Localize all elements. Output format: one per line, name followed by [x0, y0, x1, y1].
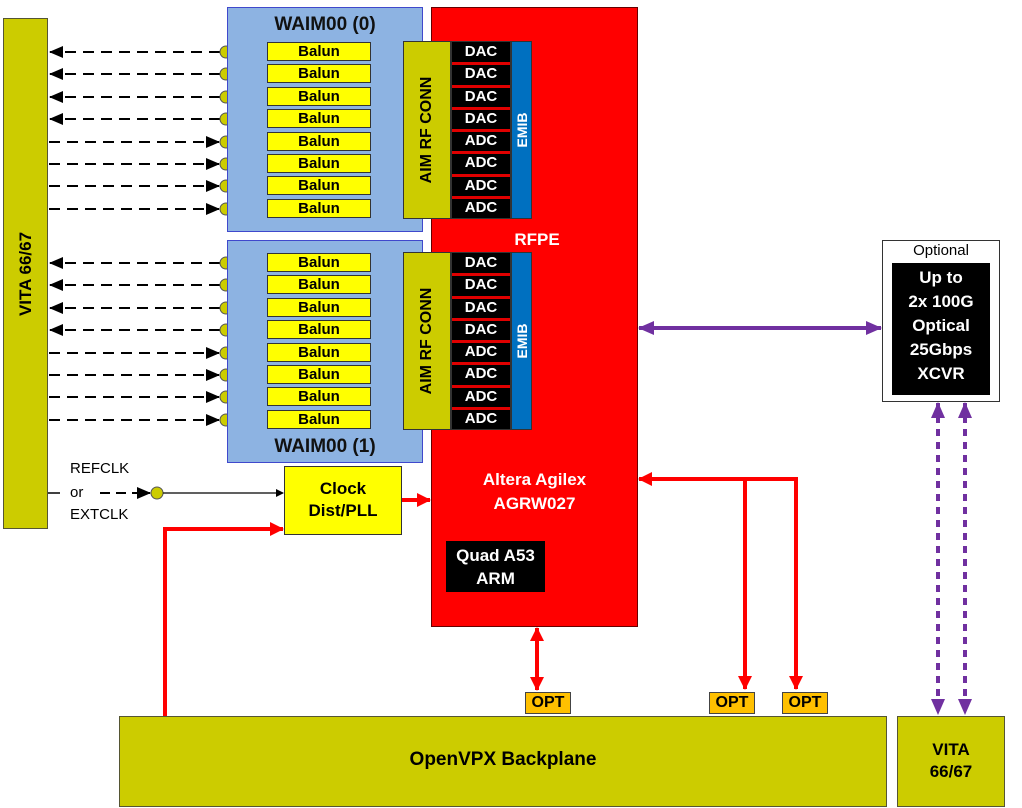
refclk-label: REFCLK: [70, 460, 130, 477]
converter-separator: [452, 384, 510, 388]
balun-block: Balun: [267, 64, 371, 83]
adc-label: ADC: [464, 365, 498, 383]
balun-block: Balun: [267, 87, 371, 106]
xcvr-line: 25Gbps: [909, 340, 973, 359]
converter-separator: [452, 195, 510, 199]
opt-connector-3: OPT: [782, 692, 828, 714]
emib-0: EMIB: [511, 41, 532, 219]
converter-separator: [452, 406, 510, 410]
xcvr-line: 2x 100G: [908, 292, 974, 311]
dac-label: DAC: [464, 276, 498, 294]
optical-xcvr-block: Optional Up to 2x 100G Optical 25Gbps XC…: [882, 240, 1000, 402]
vita-right-line2: 66/67: [929, 762, 973, 781]
converter-separator: [452, 173, 510, 177]
dac-label: DAC: [464, 109, 498, 127]
balun-block: Balun: [267, 275, 371, 294]
adc-label: ADC: [464, 198, 498, 216]
balun-block: Balun: [267, 199, 371, 218]
arm-line1: Quad A53: [456, 546, 535, 565]
rfpe-label: RFPE: [514, 230, 560, 249]
openvpx-backplane: OpenVPX Backplane: [119, 716, 887, 807]
emib-0-label: EMIB: [513, 112, 530, 148]
balun-block: Balun: [267, 410, 371, 429]
converter-separator: [452, 62, 510, 66]
converter-separator: [452, 362, 510, 366]
adc-label: ADC: [464, 409, 498, 427]
backplane-label: OpenVPX Backplane: [409, 749, 597, 770]
clock-dist-pll-block: Clock Dist/PLL: [284, 466, 402, 535]
dac-label: DAC: [464, 87, 498, 105]
waim1-title: WAIM00 (1): [274, 436, 376, 457]
balun-block: Balun: [267, 154, 371, 173]
converter-column-1: DAC DAC DAC DAC ADC ADC ADC ADC: [451, 252, 511, 430]
vita-right-label: VITA 66/67: [898, 739, 1004, 783]
vita-left-label: VITA 66/67: [15, 231, 35, 316]
adc-label: ADC: [464, 154, 498, 172]
clock-input-node: [150, 486, 164, 500]
converter-separator: [452, 273, 510, 277]
adc-label: ADC: [464, 132, 498, 149]
converter-separator: [452, 340, 510, 343]
opt-to-fpga-arrow: [638, 472, 798, 674]
arm-line2: ARM: [476, 569, 515, 588]
xcvr-line: Up to: [919, 268, 963, 287]
fpga-name: Altera Agilex AGRW027: [432, 468, 637, 516]
balun-block: Balun: [267, 132, 371, 151]
adc-label: ADC: [464, 343, 498, 360]
aim-rf-conn-0-label: AIM RF CONN: [418, 76, 435, 184]
extclk-label: EXTCLK: [70, 506, 129, 523]
balun-block: Balun: [267, 253, 371, 272]
opt-connector-2: OPT: [709, 692, 755, 714]
dac-label: DAC: [464, 43, 498, 60]
fpga-name-line1: Altera Agilex: [482, 470, 587, 489]
xcvr-inner-box: Up to 2x 100G Optical 25Gbps XCVR: [892, 263, 990, 395]
dac-label: DAC: [464, 320, 498, 338]
xcvr-line: XCVR: [917, 364, 965, 383]
xcvr-optional-label: Optional: [913, 242, 969, 259]
converter-separator: [452, 106, 510, 110]
emib-1-label: EMIB: [513, 323, 530, 359]
xcvr-line: Optical: [912, 316, 970, 335]
waim0-title: WAIM00 (0): [274, 14, 376, 35]
converter-separator: [452, 129, 510, 132]
dac-label: DAC: [464, 254, 498, 271]
balun-block: Balun: [267, 320, 371, 339]
aim-rf-conn-1: AIM RF CONN: [403, 252, 451, 430]
converter-column-0: DAC DAC DAC DAC ADC ADC ADC ADC: [451, 41, 511, 219]
balun-block: Balun: [267, 109, 371, 128]
vita-66-67-right-connector: VITA 66/67: [897, 716, 1005, 807]
balun-block: Balun: [267, 387, 371, 406]
dac-label: DAC: [464, 298, 498, 316]
converter-separator: [452, 84, 510, 88]
balun-block: Balun: [267, 42, 371, 61]
aim-rf-conn-0: AIM RF CONN: [403, 41, 451, 219]
converter-separator: [452, 151, 510, 155]
fpga-name-line2: AGRW027: [493, 494, 576, 513]
adc-label: ADC: [464, 387, 498, 405]
clock-block-line2: Dist/PLL: [308, 501, 378, 520]
balun-block: Balun: [267, 365, 371, 384]
opt-connector-1: OPT: [525, 692, 571, 714]
converter-separator: [452, 295, 510, 299]
vita-66-67-left-connector: VITA 66/67: [3, 18, 48, 529]
vita-right-line1: VITA: [932, 740, 970, 759]
aim-rf-conn-1-label: AIM RF CONN: [418, 287, 435, 395]
converter-separator: [452, 317, 510, 321]
balun-block: Balun: [267, 176, 371, 195]
quad-a53-arm-block: Quad A53 ARM: [446, 541, 545, 592]
balun-block: Balun: [267, 343, 371, 362]
dac-label: DAC: [464, 65, 498, 83]
or-label: or: [70, 484, 84, 501]
balun-block: Balun: [267, 298, 371, 317]
clock-block-line1: Clock: [319, 479, 367, 498]
backplane-to-clock-arrow: [163, 522, 284, 716]
adc-label: ADC: [464, 176, 498, 194]
emib-1: EMIB: [511, 252, 532, 430]
